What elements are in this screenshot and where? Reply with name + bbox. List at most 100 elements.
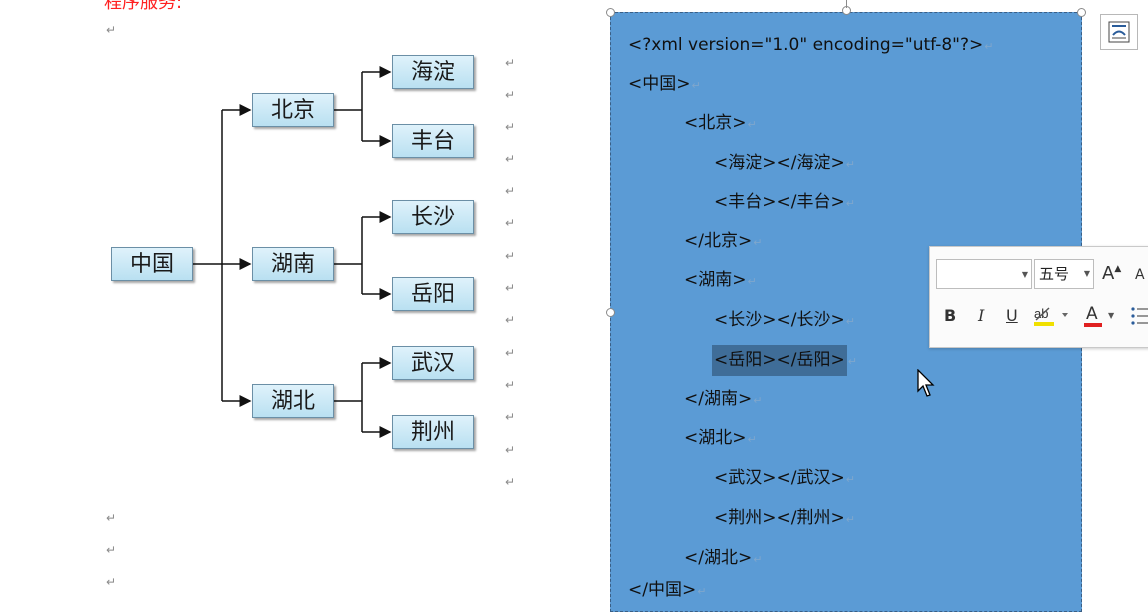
paragraph-mark: ↵ bbox=[845, 197, 855, 210]
paragraph-mark: ↵ bbox=[505, 56, 516, 70]
font-size-value: 五号 bbox=[1039, 265, 1070, 283]
chevron-down-icon: ▼ bbox=[1108, 311, 1115, 320]
xml-line-text: </湖北> bbox=[684, 548, 753, 568]
xml-line: <北京>↵ bbox=[684, 111, 757, 135]
paragraph-mark: ↵ bbox=[697, 585, 707, 598]
xml-line-text: </湖南> bbox=[684, 389, 753, 409]
xml-line-text: <岳阳></岳阳> bbox=[712, 345, 847, 376]
paragraph-mark: ↵ bbox=[753, 553, 763, 566]
bullets-button[interactable] bbox=[1130, 305, 1148, 327]
xml-line: <荆州></荆州>↵ bbox=[714, 506, 855, 530]
xml-line-text: <?xml version="1.0" encoding="utf-8"?> bbox=[628, 35, 984, 55]
grow-font-button[interactable]: A▲ bbox=[1102, 263, 1122, 284]
node-level2: 海淀 bbox=[392, 55, 474, 89]
xml-line: </湖北>↵ bbox=[684, 546, 762, 570]
paragraph-mark: ↵ bbox=[505, 120, 516, 134]
paragraph-mark: ↵ bbox=[505, 184, 516, 198]
xml-line: <?xml version="1.0" encoding="utf-8"?>↵ bbox=[628, 33, 993, 57]
underline-button[interactable]: U bbox=[1006, 306, 1018, 325]
mini-toolbar: ▼ 五号 ▼ A▲ A B I U ab A ▼ bbox=[929, 246, 1148, 348]
paragraph-mark: ↵ bbox=[691, 79, 701, 92]
shrink-font-button[interactable]: A bbox=[1135, 267, 1145, 283]
xml-line-text: <长沙></长沙> bbox=[714, 310, 845, 330]
grow-font-label: A bbox=[1102, 263, 1115, 284]
xml-line: <海淀></海淀>↵ bbox=[714, 151, 855, 175]
bold-button[interactable]: B bbox=[944, 306, 957, 325]
node-level2: 岳阳 bbox=[392, 277, 474, 311]
paragraph-mark: ↵ bbox=[747, 275, 757, 288]
italic-button[interactable]: I bbox=[978, 306, 985, 325]
chevron-down-icon: ▼ bbox=[1083, 269, 1090, 278]
node-level1: 湖北 bbox=[252, 384, 334, 418]
resize-handle[interactable] bbox=[1077, 8, 1086, 17]
bulleted-list-icon bbox=[1131, 307, 1148, 325]
layout-options-icon[interactable] bbox=[1100, 14, 1138, 50]
paragraph-mark: ↵ bbox=[505, 249, 516, 263]
top-red-text: 程序服务: bbox=[104, 0, 183, 13]
paragraph-mark: ↵ bbox=[106, 511, 117, 525]
node-level2: 荆州 bbox=[392, 415, 474, 449]
mouse-cursor-icon bbox=[917, 369, 935, 397]
font-color-label: A bbox=[1086, 304, 1098, 324]
paragraph-mark: ↵ bbox=[106, 543, 117, 557]
xml-line-text: <丰台></丰台> bbox=[714, 192, 845, 212]
paragraph-mark: ↵ bbox=[845, 315, 855, 328]
paragraph-mark: ↵ bbox=[505, 378, 516, 392]
xml-line-text: <湖北> bbox=[684, 428, 747, 448]
font-name-dropdown[interactable]: ▼ bbox=[936, 259, 1032, 289]
xml-line-text: <北京> bbox=[684, 113, 747, 133]
chevron-down-icon: ▼ bbox=[1021, 270, 1028, 279]
font-size-dropdown[interactable]: 五号 ▼ bbox=[1034, 259, 1094, 289]
highlight-button[interactable]: ab bbox=[1032, 303, 1072, 329]
xml-line: <湖南>↵ bbox=[684, 268, 757, 292]
paragraph-mark: ↵ bbox=[505, 88, 516, 102]
xml-line-text: <中国> bbox=[628, 74, 691, 94]
paragraph-mark: ↵ bbox=[847, 355, 857, 368]
xml-line: <长沙></长沙>↵ bbox=[714, 308, 855, 332]
paragraph-mark: ↵ bbox=[505, 475, 516, 489]
resize-handle[interactable] bbox=[606, 8, 615, 17]
resize-handle[interactable] bbox=[606, 308, 615, 317]
paragraph-mark: ↵ bbox=[106, 23, 117, 37]
paragraph-mark: ↵ bbox=[984, 40, 994, 53]
shrink-font-label: A bbox=[1135, 267, 1145, 283]
xml-line: </北京>↵ bbox=[684, 229, 762, 253]
xml-line: <湖北>↵ bbox=[684, 426, 757, 450]
paragraph-mark: ↵ bbox=[753, 394, 763, 407]
paragraph-mark: ↵ bbox=[845, 513, 855, 526]
paragraph-mark: ↵ bbox=[106, 575, 117, 589]
tree-connectors bbox=[192, 66, 392, 438]
rotate-handle-stem bbox=[846, 0, 847, 8]
xml-line-text: <海淀></海淀> bbox=[714, 153, 845, 173]
paragraph-mark: ↵ bbox=[505, 313, 516, 327]
node-level2: 武汉 bbox=[392, 346, 474, 380]
node-level2: 长沙 bbox=[392, 200, 474, 234]
node-level1: 湖南 bbox=[252, 247, 334, 281]
xml-line: </湖南>↵ bbox=[684, 387, 762, 411]
paragraph-mark: ↵ bbox=[505, 443, 516, 457]
xml-line-text: <武汉></武汉> bbox=[714, 468, 845, 488]
xml-line-text: </北京> bbox=[684, 231, 753, 251]
paragraph-mark: ↵ bbox=[747, 118, 757, 131]
paragraph-mark: ↵ bbox=[753, 236, 763, 249]
paragraph-mark: ↵ bbox=[505, 152, 516, 166]
svg-text:ab: ab bbox=[1034, 306, 1048, 321]
xml-line: <丰台></丰台>↵ bbox=[714, 190, 855, 214]
paragraph-mark: ↵ bbox=[505, 410, 516, 424]
xml-line-text: <荆州></荆州> bbox=[714, 508, 845, 528]
node-root: 中国 bbox=[111, 247, 193, 281]
ab-highlight-icon: ab bbox=[1034, 306, 1068, 326]
node-level2: 丰台 bbox=[392, 124, 474, 158]
paragraph-mark: ↵ bbox=[747, 433, 757, 446]
paragraph-mark: ↵ bbox=[845, 158, 855, 171]
xml-line-text: </中国> bbox=[628, 580, 697, 600]
node-level1: 北京 bbox=[252, 93, 334, 127]
xml-line: <岳阳></岳阳>↵ bbox=[712, 345, 857, 376]
paragraph-mark: ↵ bbox=[505, 346, 516, 360]
font-color-button[interactable]: A ▼ bbox=[1082, 303, 1118, 329]
paragraph-mark: ↵ bbox=[505, 281, 516, 295]
xml-line-text: <湖南> bbox=[684, 270, 747, 290]
paragraph-mark: ↵ bbox=[505, 216, 516, 230]
font-color-swatch bbox=[1084, 323, 1102, 327]
xml-line: </中国>↵ bbox=[628, 578, 706, 602]
